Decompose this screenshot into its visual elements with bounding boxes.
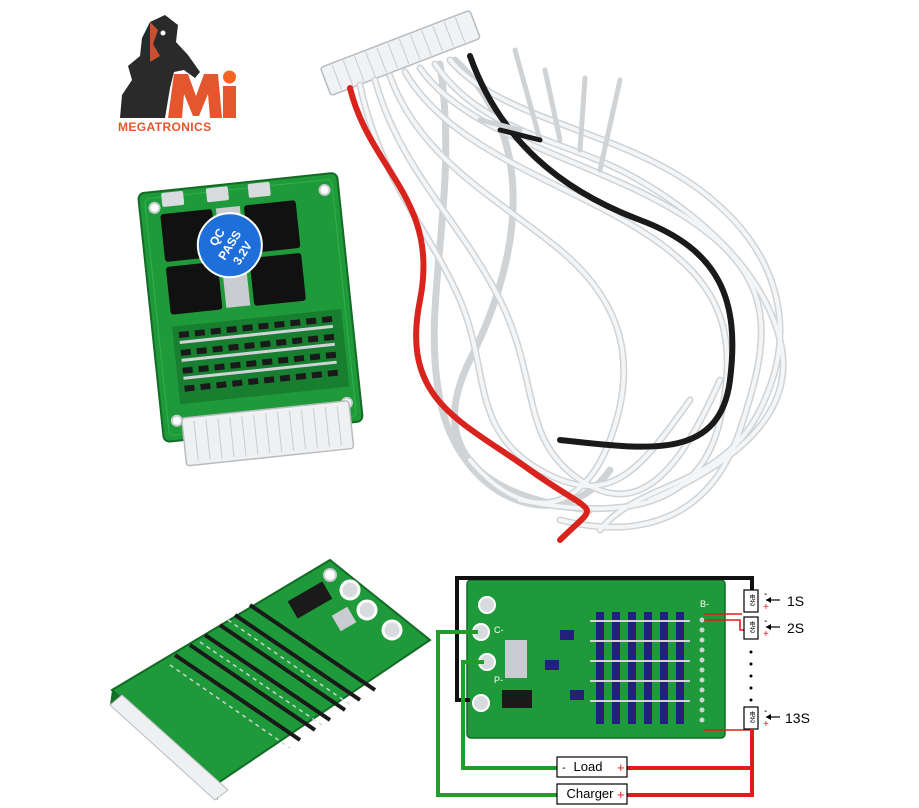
balance-cable-harness (320, 10, 787, 543)
gorilla-mascot-icon (120, 15, 200, 118)
cell-1s: 电芯 - + 1S (743, 589, 804, 613)
red-wire (347, 85, 590, 543)
bms-board-angled-view (109, 558, 432, 801)
component-grid (172, 308, 350, 405)
svg-text:电芯: 电芯 (748, 593, 755, 606)
cell-label-1s: 1S (787, 593, 804, 609)
p-minus-pad-label: P- (494, 675, 503, 685)
svg-text:+: + (763, 602, 769, 613)
load-label: Load (574, 759, 603, 774)
load-box: - Load + (556, 756, 628, 778)
wire-positive (627, 729, 754, 797)
cell-2s: 电芯 - + 2S (743, 616, 804, 640)
svg-text:+: + (617, 787, 625, 802)
qc-pass-sticker: QC PASS 3.2V (196, 212, 263, 279)
svg-text:电芯: 电芯 (748, 710, 755, 723)
balance-connector (181, 400, 355, 467)
logo-letter-i (223, 86, 236, 118)
wiring-diagram: C- P- B- 电芯 - + (436, 576, 810, 805)
svg-text:+: + (763, 719, 769, 730)
charger-label: Charger (567, 786, 615, 801)
cell-label-13s: 13S (785, 710, 810, 726)
b-minus-pad-label: B- (700, 599, 709, 609)
svg-text:-: - (562, 762, 566, 774)
black-wire (467, 53, 736, 450)
svg-text:+: + (763, 629, 769, 640)
svg-text:-: - (764, 616, 767, 627)
brand-name: MEGATRONICS (118, 120, 212, 134)
charger-box: Charger + (556, 783, 628, 805)
svg-text:-: - (764, 706, 767, 717)
bms-board-top-view: QC PASS 3.2V (137, 172, 364, 467)
wire-c-minus (436, 630, 557, 797)
svg-text:-: - (764, 589, 767, 600)
cell-13s: 电芯 - + 13S (743, 706, 810, 730)
cell-ellipsis (749, 650, 753, 702)
megatronics-logo: MEGATRONICS (118, 15, 236, 134)
cell-label-2s: 2S (787, 620, 804, 636)
logo-letter-m (168, 74, 222, 118)
cable-plug (320, 10, 481, 96)
svg-text:电芯: 电芯 (748, 620, 755, 633)
wire-p-minus (461, 660, 557, 770)
c-minus-pad-label: C- (494, 625, 504, 635)
svg-text:+: + (617, 760, 625, 775)
